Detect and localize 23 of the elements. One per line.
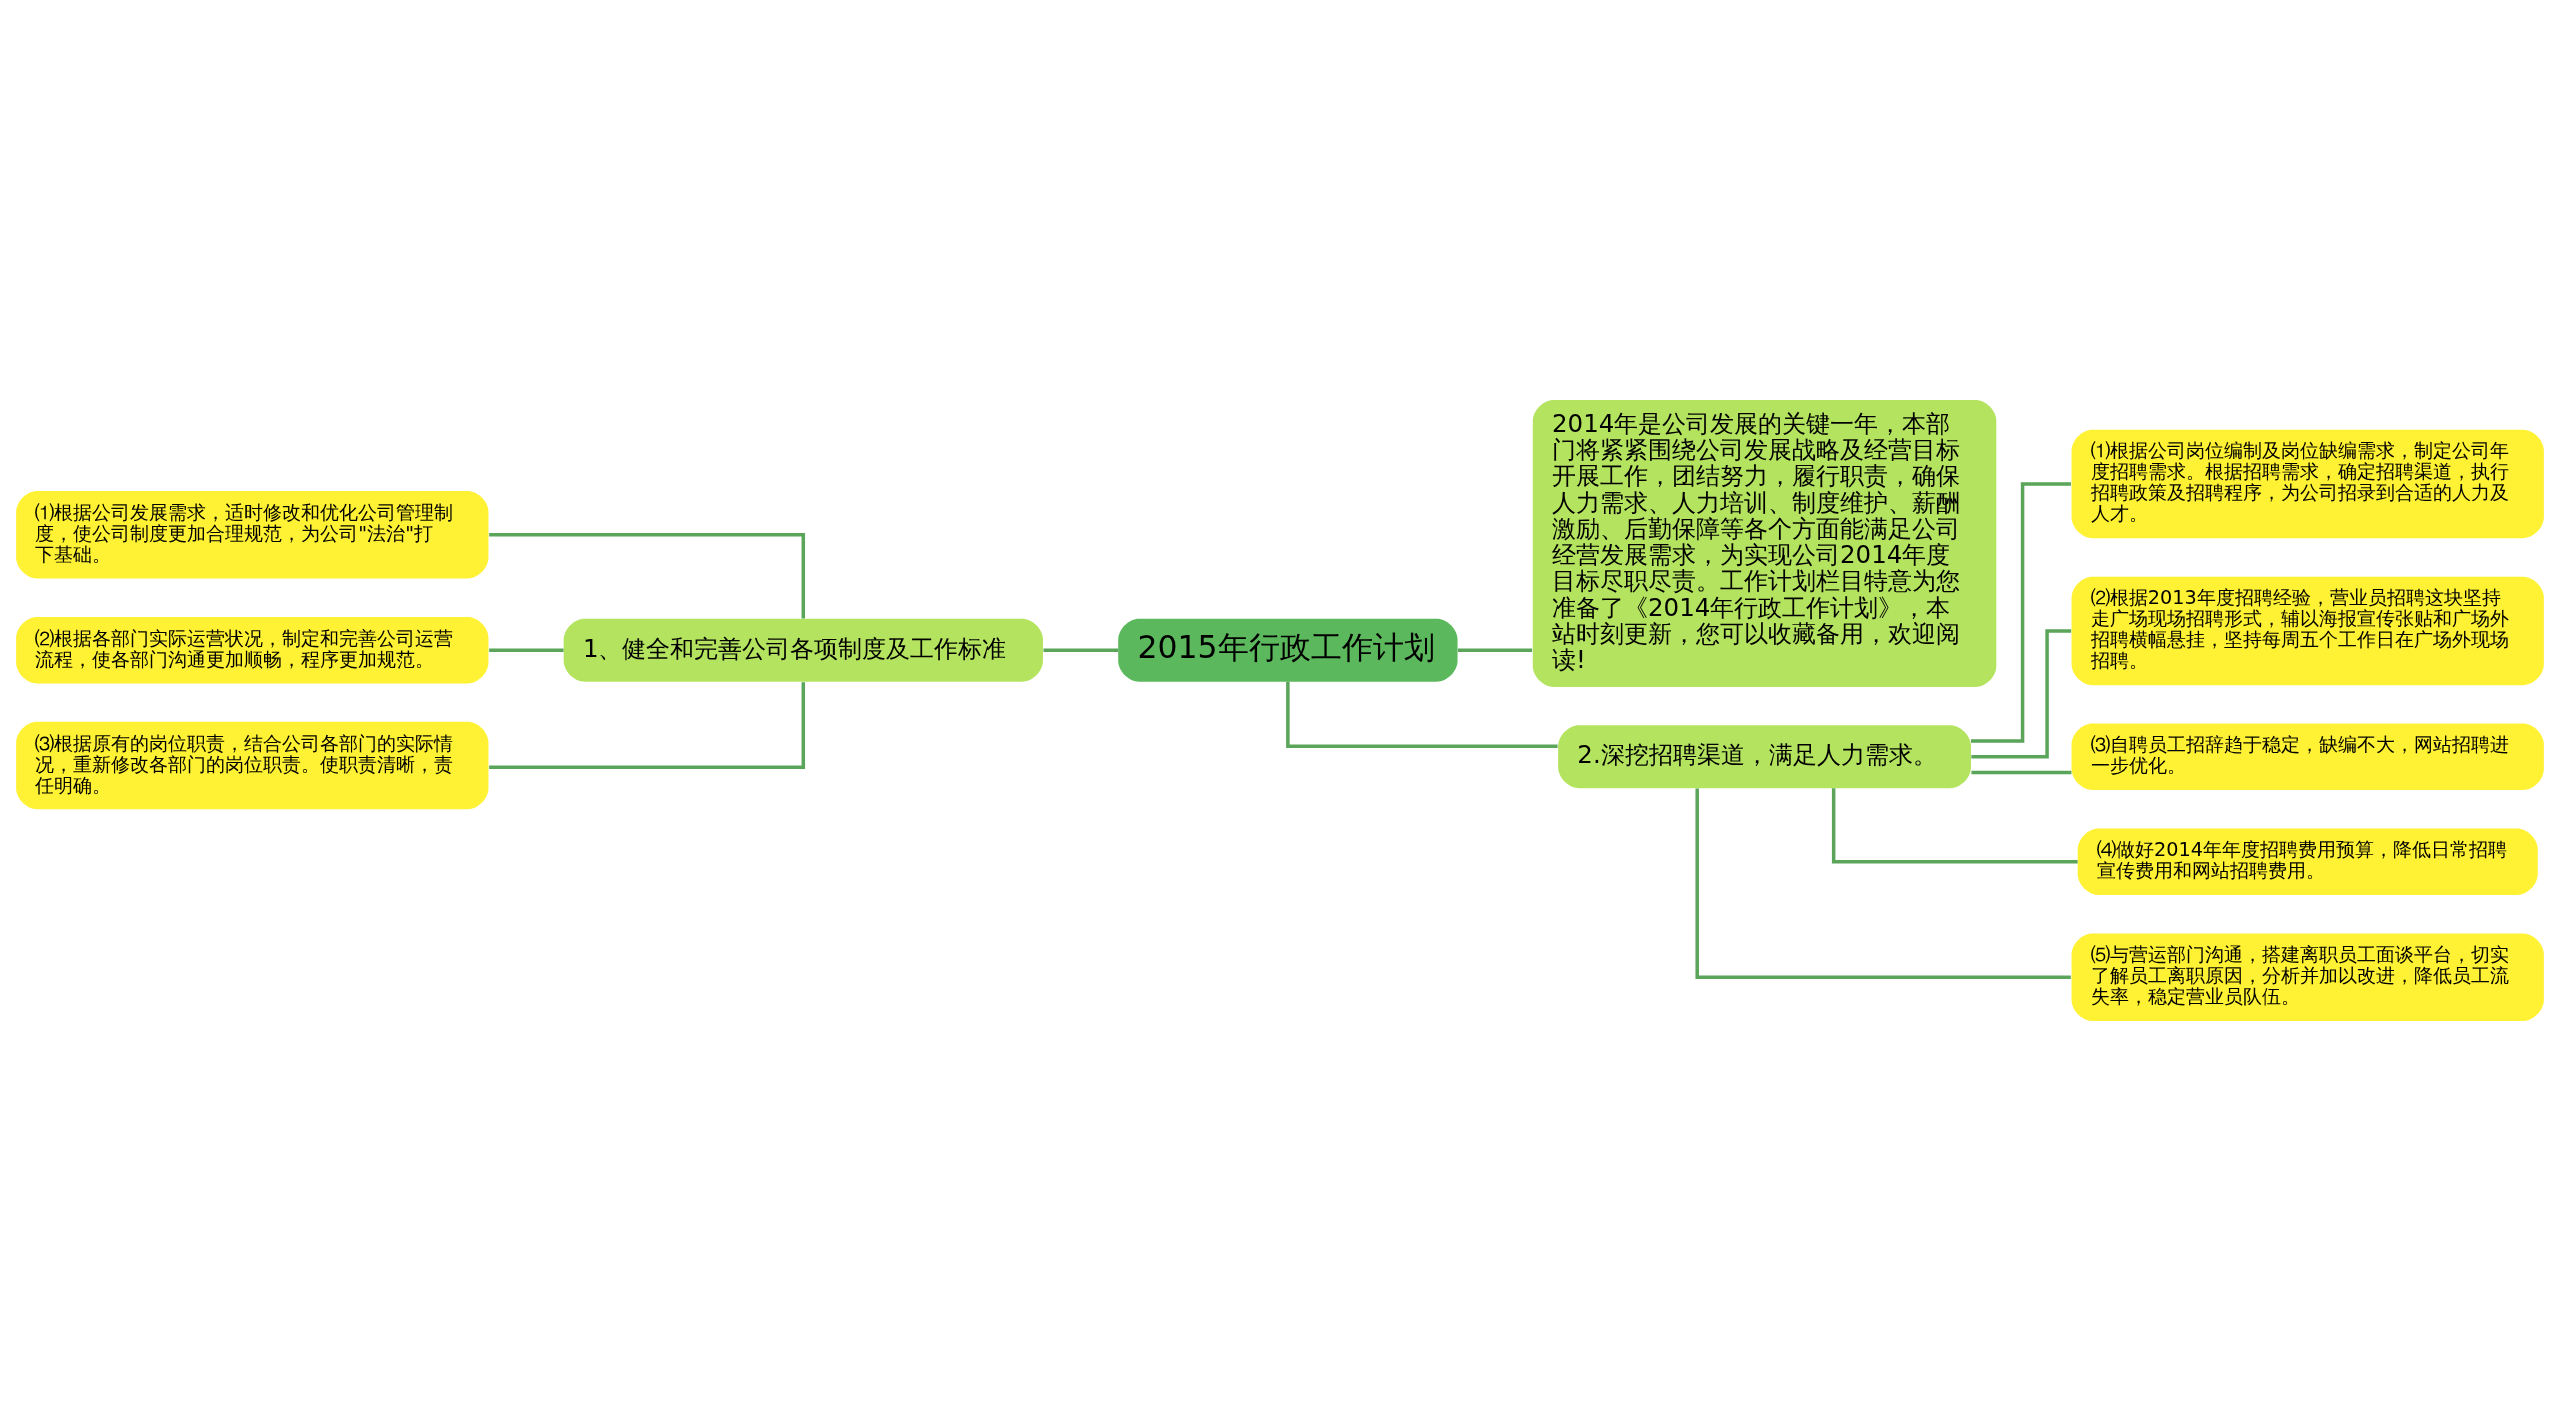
node-box: ⑵根据各部门实际运营状况，制定和完善公司运营流程，使各部门沟通更加顺畅，程序更加规范。 bbox=[16, 616, 489, 683]
connector bbox=[1831, 787, 2078, 864]
node-box: ⑶根据原有的岗位职责，结合公司各部门的实际情况，重新修改各部门的岗位职责。使职责清晰，责任明确。 bbox=[16, 721, 489, 809]
node-box: ⑵根据2013年度招聘经验，营业员招聘这块坚持走广场现场招聘形式，辅以海报宣传张贴和广场外招聘横幅悬挂，坚持每周五个工作日在广场外现场招聘。 bbox=[2071, 576, 2544, 685]
node-box: 2015年行政工作计划 bbox=[1118, 618, 1458, 682]
node-box: 1、健全和完善公司各项制度及工作标准 bbox=[563, 618, 1043, 682]
node-box: ⑸与营运部门沟通，搭建离职员工面谈平台，切实了解员工离职原因，分析并加以改进，降低员工流失率，稳定营业员队伍。 bbox=[2071, 933, 2544, 1021]
connector bbox=[489, 532, 806, 619]
connector bbox=[1971, 770, 2072, 774]
node-box: ⑴根据公司岗位编制及岗位缺编需求，制定公司年度招聘需求。根据招聘需求，确定招聘渠道，执行招聘政策及招聘程序，为公司招录到合适的人力及人才。 bbox=[2071, 429, 2544, 538]
connector bbox=[1695, 787, 2071, 979]
node-box: ⑶自聘员工招辞趋于稳定，缺编不大，网站招聘进一步优化。 bbox=[2071, 723, 2544, 790]
node-box: 2.深挖招聘渠道，满足人力需求。 bbox=[1558, 724, 1971, 788]
connector bbox=[1286, 681, 1558, 748]
connector bbox=[489, 647, 564, 652]
connector bbox=[1043, 647, 1119, 652]
connector bbox=[489, 681, 806, 769]
connector bbox=[1457, 647, 1533, 652]
connector bbox=[1971, 481, 2071, 743]
node-box: ⑷做好2014年年度招聘费用预算，降低日常招聘宣传费用和网站招聘费用。 bbox=[2077, 828, 2538, 895]
node-box: ⑴根据公司发展需求，适时修改和优化公司管理制度，使公司制度更加合理规范，为公司"法治"打下基础。 bbox=[16, 490, 489, 578]
node-box: 2014年是公司发展的关键一年，本部门将紧紧围绕公司发展战略及经营目标开展工作，团结努力，履行职责，确保人力需求、人力培训、制度维护、薪酬激励、后勤保障等各个方面能满足公司经营发展需求，为实现公司2014年度目标尽职尽责。工作计划栏目特意为您准备了《2014年行政工作计划》，本站时刻更新，您可以收藏备用，欢迎阅读! bbox=[1532, 399, 1997, 687]
connector bbox=[1971, 628, 2072, 759]
